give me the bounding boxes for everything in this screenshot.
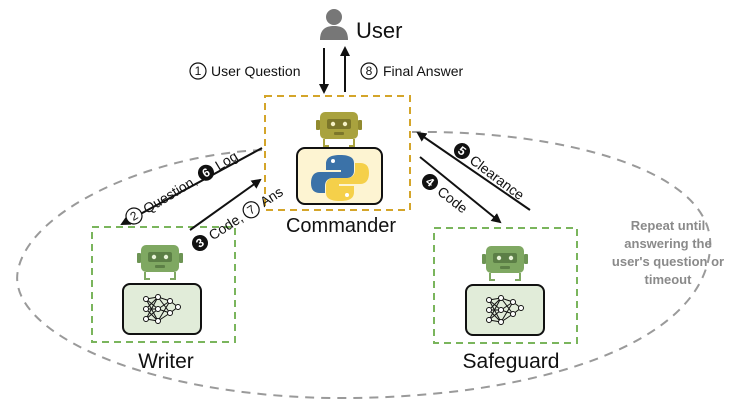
clearance-arrow xyxy=(416,131,531,211)
svg-text:User Question: User Question xyxy=(211,63,300,79)
svg-text:Ans: Ans xyxy=(257,183,286,210)
svg-text:Code: Code xyxy=(435,183,471,216)
code-ans-arrow xyxy=(189,178,262,231)
svg-text:Question,: Question, xyxy=(140,172,200,217)
writer-robot-icon xyxy=(136,244,184,280)
commander-box xyxy=(264,95,411,211)
svg-text:Repeat until: Repeat until xyxy=(631,218,705,233)
question-log-label: 2 Question, 6 Log xyxy=(125,148,240,225)
user-question-label: 1 User Question xyxy=(189,62,300,80)
safeguard-label: Safeguard xyxy=(463,350,560,373)
commander-node: Commander xyxy=(264,95,411,237)
svg-text:timeout: timeout xyxy=(645,272,693,287)
writer-label: Writer xyxy=(138,350,194,373)
svg-text:Clearance: Clearance xyxy=(467,152,528,203)
safeguard-box xyxy=(433,227,578,344)
svg-text:1: 1 xyxy=(195,64,202,78)
final-answer-label: 8 Final Answer xyxy=(360,62,463,80)
user-node: User xyxy=(320,9,402,43)
commander-label: Commander xyxy=(286,215,396,237)
repeat-note: Repeat until answering the user's questi… xyxy=(612,218,724,287)
svg-text:Log: Log xyxy=(212,148,240,174)
neural-network-icon xyxy=(122,283,202,335)
safeguard-robot-icon xyxy=(481,245,529,281)
svg-text:Final Answer: Final Answer xyxy=(383,63,463,79)
python-logo-icon xyxy=(296,147,383,205)
neural-network-icon xyxy=(465,284,545,336)
question-log-arrow xyxy=(120,147,263,225)
code-safeguard-arrow xyxy=(419,156,502,224)
svg-text:answering the: answering the xyxy=(624,236,711,251)
writer-box xyxy=(91,226,236,343)
repeat-loop xyxy=(16,130,712,400)
svg-text:user's question or: user's question or xyxy=(612,254,724,269)
safeguard-node: Safeguard xyxy=(433,227,578,373)
person-icon xyxy=(320,9,348,40)
commander-robot-icon xyxy=(315,111,363,147)
code-ans-label: 3 Code, 7 Ans xyxy=(192,183,286,251)
svg-text:8: 8 xyxy=(366,64,373,78)
clearance-label: 5 Clearance xyxy=(454,143,528,203)
user-label: User xyxy=(356,18,402,43)
writer-node: Writer xyxy=(91,226,236,373)
